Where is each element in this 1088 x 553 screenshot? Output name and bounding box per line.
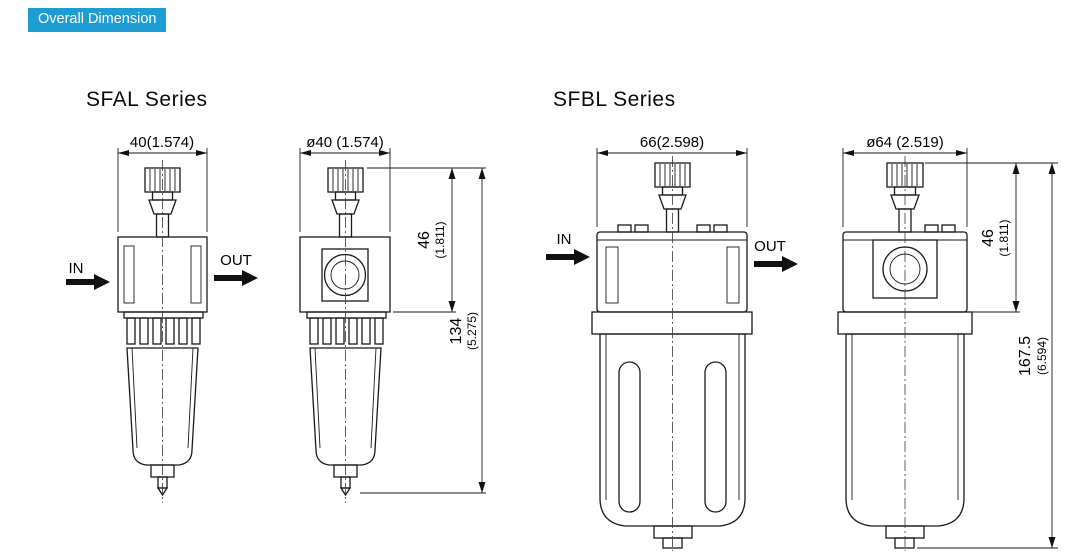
sfbl-series-title: SFBL Series xyxy=(553,88,676,111)
sfal-front-width-label: 40(1.574) xyxy=(130,134,194,151)
sfbl-front-width-dimension: 66(2.598) xyxy=(596,134,748,227)
sfal-front-width-dimension: 40(1.574) xyxy=(117,134,208,232)
sfal-side-diameter-dimension: ø40 (1.574) xyxy=(299,134,391,232)
sfbl-front-bowl xyxy=(599,333,746,527)
sfal-series-title: SFAL Series xyxy=(86,88,208,111)
sfbl-out-label: OUT xyxy=(754,238,786,255)
sfal-side-diameter-label: ø40 (1.574) xyxy=(306,134,384,151)
sfbl-front-width-label: 66(2.598) xyxy=(640,134,704,151)
sfal-total-height-inch: (5.275) xyxy=(465,312,479,350)
sfbl-front-drain xyxy=(653,525,693,549)
sfal-height-dimensions: 46 (1.811) 134 (5.275) xyxy=(360,167,486,494)
sfbl-out-arrow xyxy=(754,256,798,272)
sfbl-in-label: IN xyxy=(557,231,572,248)
sfal-upper-height-inch: (1.811) xyxy=(433,221,447,258)
sfbl-side-cover-screws xyxy=(924,224,956,233)
sfal-front-view: 40(1.574) IN OUT xyxy=(66,134,258,503)
sfbl-total-height-inch: (6.594) xyxy=(1035,337,1049,375)
sfal-side-bowl xyxy=(309,347,382,466)
sfal-total-height-mm: 134 xyxy=(448,318,465,345)
sfal-front-flow-arrows: IN OUT xyxy=(66,252,258,290)
sfbl-front-flow-arrows: IN OUT xyxy=(546,231,798,272)
overall-dimension-badge: Overall Dimension xyxy=(28,8,167,32)
sfbl-side-bowl xyxy=(845,333,965,527)
sfbl-front-body xyxy=(596,231,748,313)
sfal-out-arrow xyxy=(214,270,258,286)
sfbl-front-collar xyxy=(591,311,753,335)
sfal-upper-height-mm: 46 xyxy=(416,231,433,249)
sfbl-total-height-mm: 167.5 xyxy=(1017,336,1034,376)
sfbl-front-view: 66(2.598) IN xyxy=(546,134,798,551)
sfal-in-arrow xyxy=(66,274,110,290)
sfbl-height-dimensions: 46 (1.811) 167.5 (6.594) xyxy=(917,162,1058,549)
sfbl-side-view: ø64 (2.519) xyxy=(837,134,1058,551)
sfal-front-latch-ring xyxy=(123,311,204,345)
sfal-side-latch-ring xyxy=(306,311,387,345)
sfal-front-bowl xyxy=(126,347,199,466)
sfal-side-body xyxy=(299,236,391,313)
sfbl-side-diameter-label: ø64 (2.519) xyxy=(866,134,944,151)
sfbl-upper-height-mm: 46 xyxy=(980,229,997,247)
sfal-side-view: ø40 (1.574) xyxy=(299,134,486,503)
sfbl-upper-height-inch: (1.811) xyxy=(997,219,1011,256)
sfbl-in-arrow xyxy=(546,249,590,265)
sfal-out-label: OUT xyxy=(220,252,252,269)
sfal-in-label: IN xyxy=(69,260,84,277)
sfbl-side-diameter-dimension: ø64 (2.519) xyxy=(842,134,968,227)
